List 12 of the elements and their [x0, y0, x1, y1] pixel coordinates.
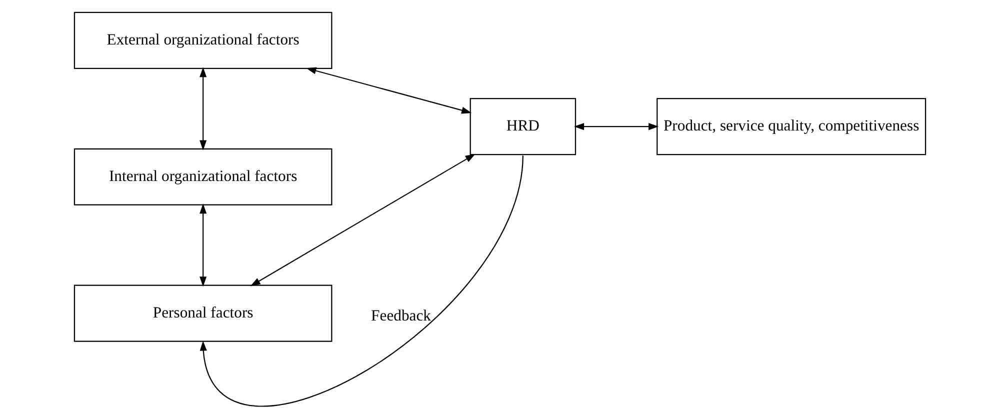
edge-label: Feedback — [371, 307, 431, 324]
node-box: Personal factors — [74, 284, 332, 342]
arrow — [574, 123, 659, 130]
arrow — [200, 67, 207, 150]
arrow — [200, 204, 207, 287]
arrow — [306, 67, 472, 114]
arrow — [200, 156, 524, 407]
arrow — [250, 154, 476, 286]
node-box: HRD — [470, 98, 576, 156]
node-box: Product, service quality, competitiveness — [656, 98, 926, 156]
node-box: External organizational factors — [74, 12, 332, 69]
node-box: Internal organizational factors — [74, 148, 332, 206]
